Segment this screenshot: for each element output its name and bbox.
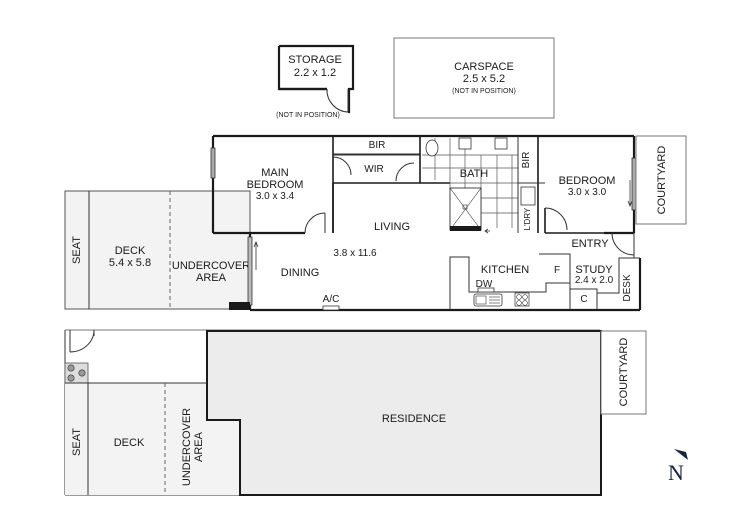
entry-study: ENTRY STUDY 2.4 x 2.0 C DESK bbox=[570, 232, 640, 310]
main-bedroom: MAIN BEDROOM 3.0 x 3.4 bbox=[247, 136, 334, 234]
bedroom-label: BEDROOM bbox=[559, 175, 616, 187]
residence-label: RESIDENCE bbox=[382, 413, 446, 425]
wir-label: WIR bbox=[364, 164, 383, 175]
laundry-label: L'DRY bbox=[523, 207, 532, 230]
fridge-label: F bbox=[554, 265, 560, 276]
courtyard-label: COURTYARD bbox=[656, 146, 668, 215]
study-size: 2.4 x 2.0 bbox=[575, 275, 614, 286]
site-undercover-label-1: UNDERCOVER bbox=[181, 408, 193, 486]
carspace-size: 2.5 x 5.2 bbox=[463, 73, 505, 85]
carspace-note: (NOT IN POSITION) bbox=[452, 88, 516, 95]
seat-label: SEAT bbox=[71, 236, 83, 264]
site-undercover-label-2: AREA bbox=[193, 431, 205, 462]
storage-size: 2.2 x 1.2 bbox=[294, 67, 336, 79]
carspace-label: CARSPACE bbox=[454, 61, 514, 73]
living-dining: LIVING 3.8 x 11.6 DINING A/C bbox=[281, 183, 410, 311]
wardrobes: BIR WIR bbox=[332, 140, 420, 184]
main-bedroom-label-1: MAIN bbox=[261, 167, 289, 179]
main-bedroom-label-2: BEDROOM bbox=[247, 179, 304, 191]
bath-label: BATH bbox=[460, 168, 489, 180]
cupboard-label: C bbox=[580, 294, 587, 305]
dishwasher-label: DW bbox=[476, 279, 493, 290]
bathroom: BATH bbox=[419, 136, 518, 234]
bedroom: BEDROOM 3.0 x 3.0 bbox=[544, 157, 637, 234]
living-label: LIVING bbox=[374, 221, 410, 233]
house-walls bbox=[210, 134, 642, 312]
kitchen-label: KITCHEN bbox=[481, 264, 529, 276]
undercover-label-1: UNDERCOVER bbox=[172, 260, 250, 272]
storage-label: STORAGE bbox=[288, 54, 342, 66]
deck-size: 5.4 x 5.8 bbox=[109, 257, 151, 269]
site-seat-label: SEAT bbox=[71, 428, 83, 456]
storage-unit: STORAGE 2.2 x 1.2 (NOT IN POSITION) bbox=[276, 44, 355, 119]
site-courtyard-label: COURTYARD bbox=[618, 338, 630, 407]
undercover-label-2: AREA bbox=[196, 272, 227, 284]
deck-area-upper: SEAT DECK 5.4 x 5.8 UNDERCOVER AREA bbox=[64, 190, 251, 310]
living-size: 3.8 x 11.6 bbox=[333, 248, 377, 259]
ac-label: A/C bbox=[323, 294, 340, 305]
courtyard-upper: COURTYARD bbox=[635, 135, 687, 225]
bir-laundry: BIR L'DRY bbox=[517, 136, 545, 233]
site-plan: SEAT DECK UNDERCOVER AREA RESIDENCE COUR… bbox=[64, 329, 647, 496]
kitchen: KITCHEN F DW bbox=[449, 253, 571, 310]
deck-label: DECK bbox=[115, 245, 146, 257]
study-label: STUDY bbox=[575, 264, 613, 276]
storage-note: (NOT IN POSITION) bbox=[276, 112, 340, 119]
bir-top-label: BIR bbox=[369, 140, 386, 151]
north-compass: N bbox=[668, 449, 688, 485]
entry-label: ENTRY bbox=[571, 238, 609, 250]
compass-north-label: N bbox=[668, 460, 684, 485]
dining-label: DINING bbox=[281, 267, 320, 279]
main-bedroom-size: 3.0 x 3.4 bbox=[256, 191, 295, 202]
desk-label: DESK bbox=[622, 274, 633, 302]
bir-side-label: BIR bbox=[521, 152, 532, 169]
carspace: CARSPACE 2.5 x 5.2 (NOT IN POSITION) bbox=[393, 37, 555, 119]
site-deck-label: DECK bbox=[114, 437, 145, 449]
bedroom-size: 3.0 x 3.0 bbox=[568, 187, 607, 198]
